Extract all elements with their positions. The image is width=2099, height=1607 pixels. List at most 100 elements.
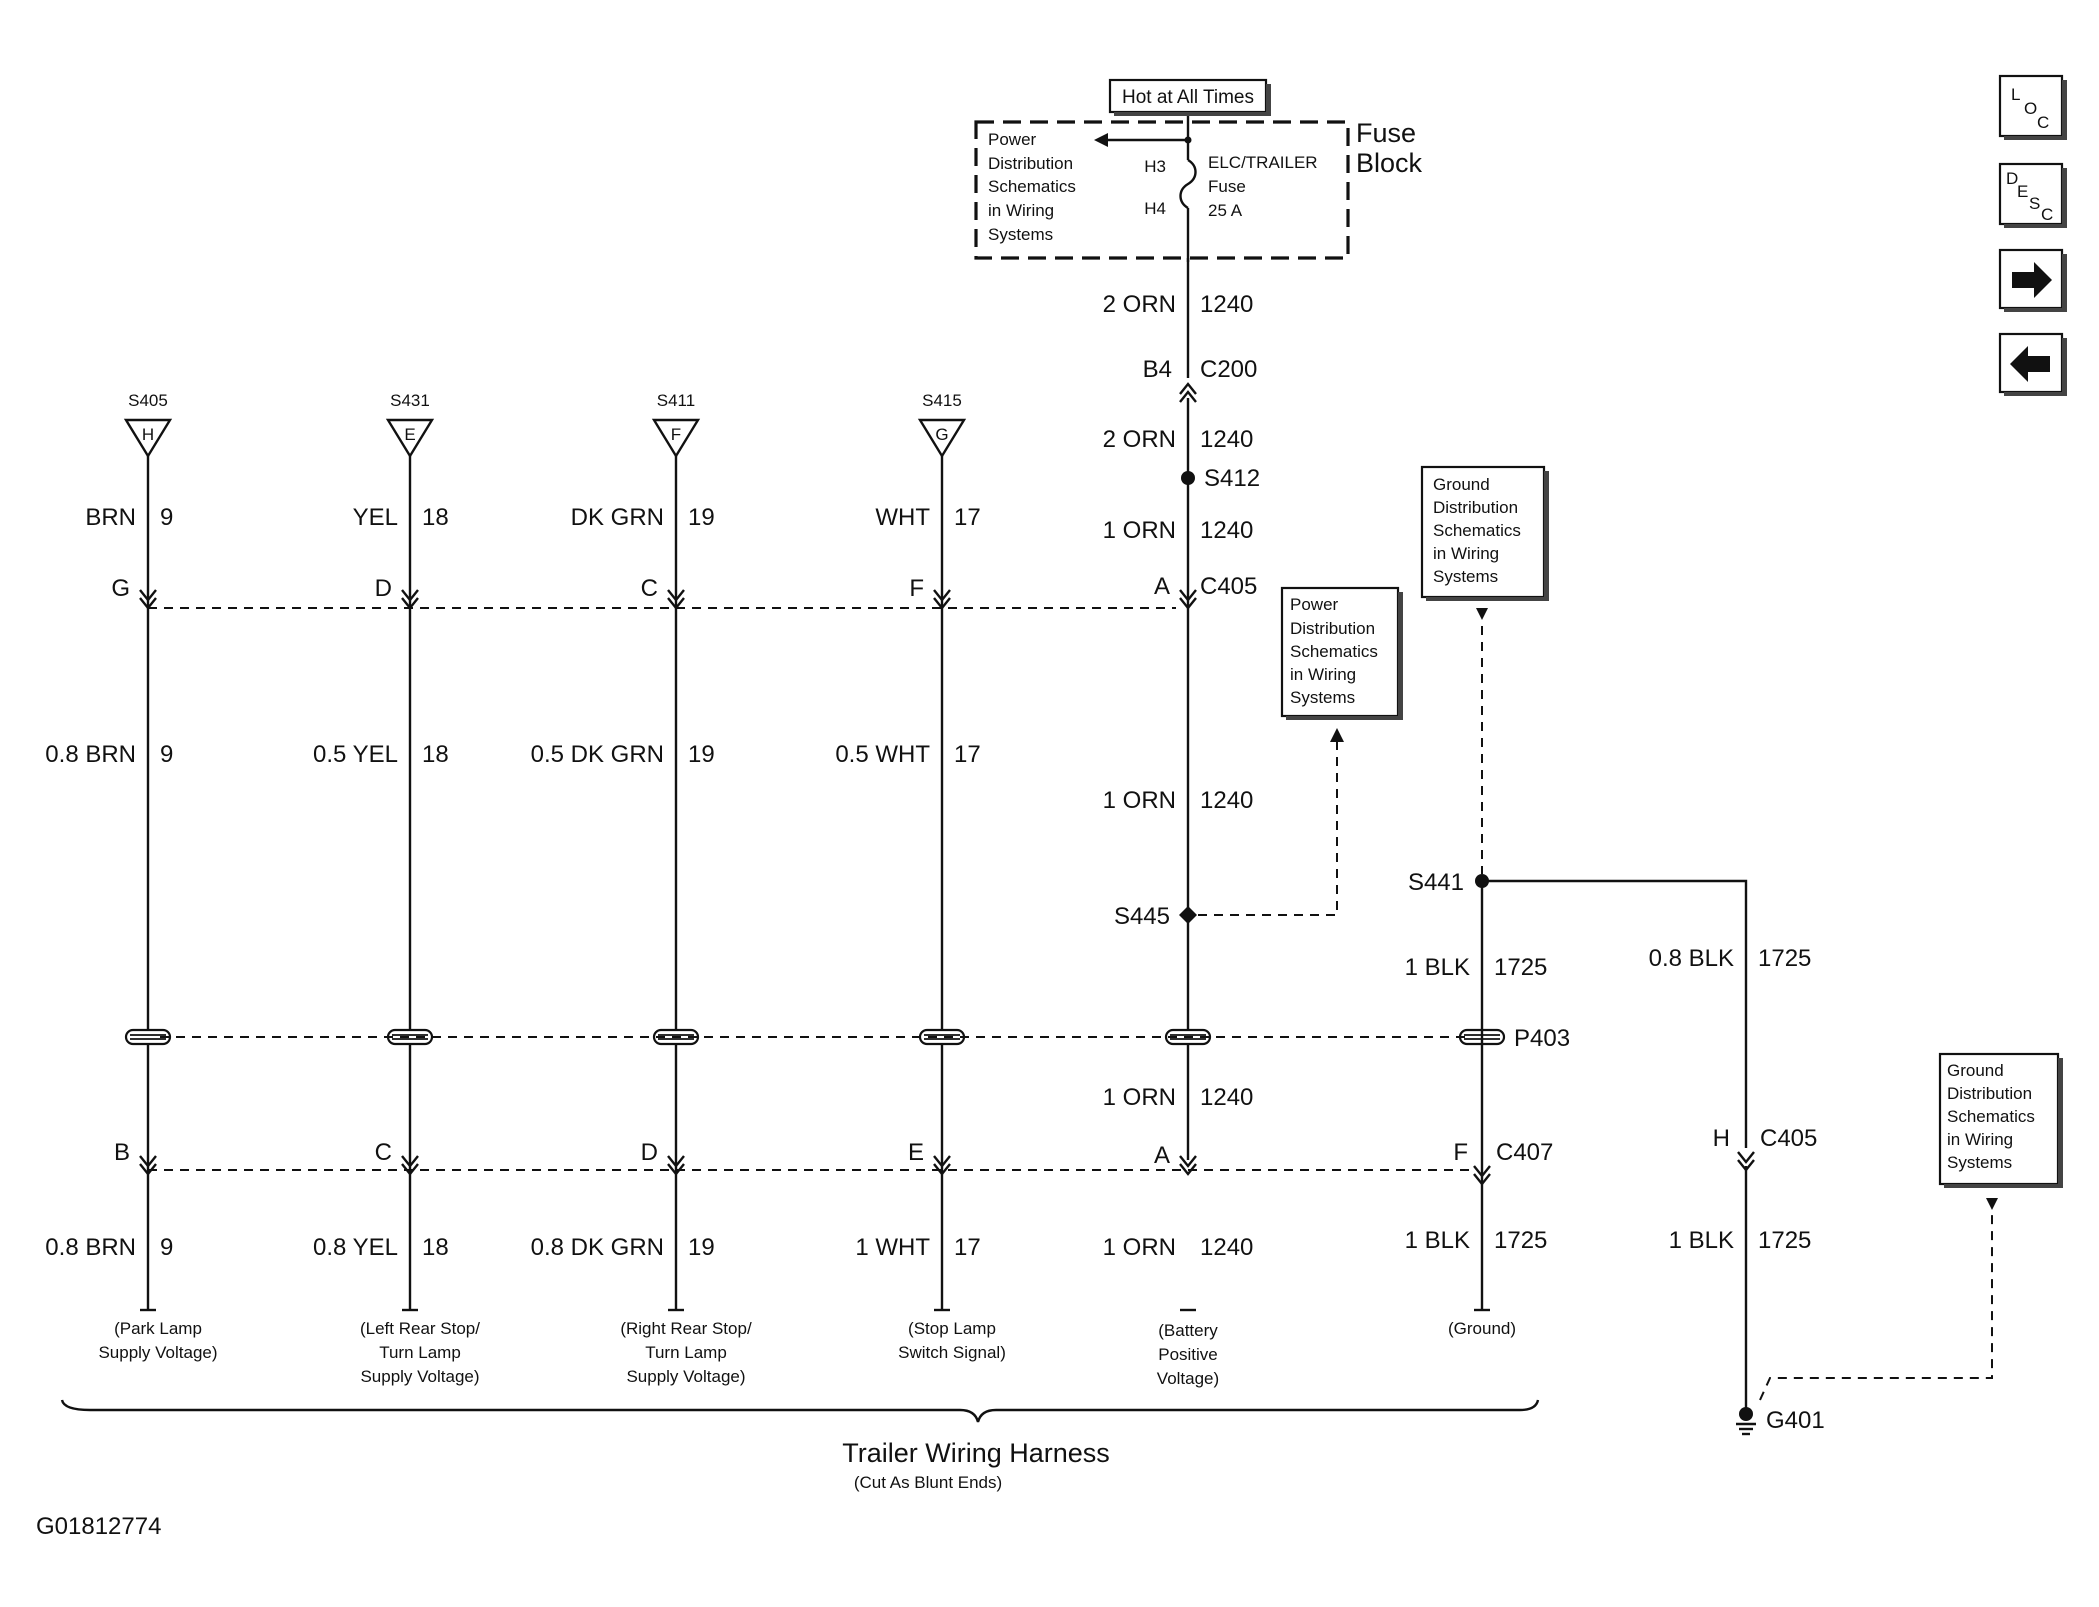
ground-circuit-a: 1725 (1494, 954, 1547, 981)
splice-s445 (1179, 906, 1197, 924)
wire-bot-size: 0.8 BRN (45, 1234, 136, 1261)
c405-pin-a: A (1154, 573, 1170, 600)
wire-bot-circuit: 18 (422, 1234, 449, 1261)
function-text: (Park Lamp (114, 1319, 202, 1338)
wire-top-circuit: 17 (954, 504, 981, 531)
splice-letter: F (671, 425, 681, 444)
orn-after-p403-size: 1 ORN (1103, 1084, 1176, 1111)
splice-letter: G (935, 425, 948, 444)
ground-icon (1736, 1407, 1756, 1436)
fuse-rating: 25 A (1208, 201, 1243, 220)
fuse-symbol (1179, 158, 1197, 210)
c407-pin-a: A (1154, 1142, 1170, 1169)
splice-triangle (651, 418, 701, 459)
desc-button[interactable]: D E S C (1998, 162, 2067, 228)
ground-ref-right-2: Distribution (1947, 1084, 2032, 1103)
wire-mid-size: 0.8 BRN (45, 741, 136, 768)
g401-size-b: 1 BLK (1669, 1227, 1734, 1254)
next-page-button[interactable] (1998, 248, 2067, 312)
wire-top-size: YEL (353, 504, 398, 531)
wire-mid-circuit: 17 (954, 741, 981, 768)
orn-lower-size: 1 ORN (1103, 517, 1176, 544)
ground-ref-right-3: Schematics (1947, 1107, 2035, 1126)
harness-subtitle: (Cut As Blunt Ends) (854, 1473, 1002, 1492)
splice-triangle (385, 418, 435, 459)
wire-mid-circuit: 19 (688, 741, 715, 768)
orn-mid-size: 2 ORN (1103, 426, 1176, 453)
splice-s412 (1181, 471, 1195, 485)
fuse-power-ref-3: Schematics (988, 177, 1076, 196)
orn-function-1: (Battery (1158, 1321, 1218, 1340)
p403-label: P403 (1514, 1025, 1570, 1052)
wire-mid-circuit: 9 (160, 741, 173, 768)
loc-button[interactable]: L O C (1998, 74, 2067, 140)
ground-ref-right-4: in Wiring (1947, 1130, 2013, 1149)
function-text: (Stop Lamp (908, 1319, 996, 1338)
c407-pin: B (114, 1139, 130, 1166)
orn-lower-circuit: 1240 (1200, 517, 1253, 544)
arrow-left-icon (2010, 346, 2050, 382)
desc-letter-c: C (2041, 205, 2053, 224)
hot-label: Hot at All Times (1122, 87, 1254, 108)
orn-final-circuit: 1240 (1200, 1234, 1253, 1261)
power-ref-mid-5: Systems (1290, 688, 1355, 707)
function-text: Switch Signal) (898, 1343, 1006, 1362)
fuse-block-label-1: Fuse (1356, 118, 1416, 148)
ground-circuit-b: 1725 (1494, 1227, 1547, 1254)
prev-page-button[interactable] (1998, 332, 2067, 396)
ground-ref-right-1: Ground (1947, 1061, 2004, 1080)
ground-ref-top-5: Systems (1433, 567, 1498, 586)
ground-size-b: 1 BLK (1405, 1227, 1470, 1254)
wire-top-size: WHT (875, 504, 930, 531)
wire-top-size: DK GRN (571, 504, 664, 531)
c405-pin: G (111, 575, 130, 602)
wire-mid-size: 0.5 DK GRN (531, 741, 664, 768)
function-text: (Left Rear Stop/ (360, 1319, 480, 1338)
battery-positive-circuit: 2 ORN 1240 B4 C200 2 ORN 1240 S412 1 ORN… (1103, 258, 1344, 1388)
g401-c405-pin: H (1713, 1125, 1730, 1152)
function-text: Turn Lamp (645, 1343, 727, 1362)
orn-final-size: 1 ORN (1103, 1234, 1176, 1261)
wire-bot-circuit: 9 (160, 1234, 173, 1261)
c405-name: C405 (1200, 573, 1257, 600)
ground-function: (Ground) (1448, 1319, 1516, 1338)
fuse-power-ref-2: Distribution (988, 154, 1073, 173)
orn-function-2: Positive (1158, 1345, 1218, 1364)
wire-mid-size: 0.5 YEL (313, 741, 398, 768)
wire-mid-circuit: 18 (422, 741, 449, 768)
power-ref-mid-1: Power (1290, 595, 1339, 614)
splice-label: S431 (390, 391, 430, 410)
ground-ref-top-2: Distribution (1433, 498, 1518, 517)
wire-bot-circuit: 17 (954, 1234, 981, 1261)
wire-top-size: BRN (85, 504, 136, 531)
ground-size-a: 1 BLK (1405, 954, 1470, 981)
loc-letter-l: L (2011, 85, 2020, 104)
splice-label: S411 (657, 391, 695, 410)
g401-c405-name: C405 (1760, 1125, 1817, 1152)
hot-at-all-times-box: Hot at All Times (1108, 78, 1271, 116)
arrow-right-icon (2012, 262, 2052, 298)
function-text: Turn Lamp (379, 1343, 461, 1362)
fuse-power-ref-5: Systems (988, 225, 1053, 244)
orn-top-size: 2 ORN (1103, 291, 1176, 318)
c200-name: C200 (1200, 356, 1257, 383)
desc-letter-s: S (2029, 194, 2040, 213)
orn-after-c405-size: 1 ORN (1103, 787, 1176, 814)
loc-letter-o: O (2024, 99, 2037, 118)
arrow-left-icon (1094, 133, 1108, 147)
c407-name: C407 (1496, 1139, 1553, 1166)
g401-circuit-a: 1725 (1758, 945, 1811, 972)
splice-triangle (917, 418, 967, 459)
orn-function-3: Voltage) (1157, 1369, 1219, 1388)
function-text: Supply Voltage) (626, 1367, 745, 1386)
power-ref-mid-2: Distribution (1290, 619, 1375, 638)
wire-top-circuit: 18 (422, 504, 449, 531)
c405-pin: F (909, 575, 924, 602)
splice-s441-label: S441 (1408, 869, 1464, 896)
splice-letter: H (142, 425, 154, 444)
function-text: Supply Voltage) (360, 1367, 479, 1386)
